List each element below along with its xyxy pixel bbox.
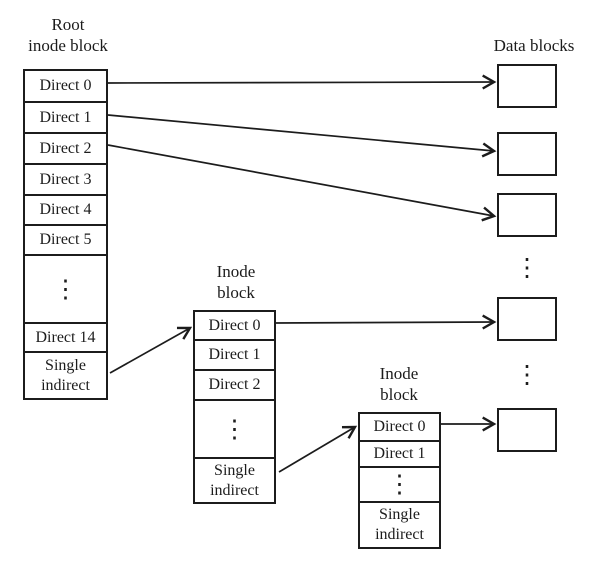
data-block-4 (497, 297, 557, 341)
inode-block-mid: Direct 0 Direct 1 Direct 2 ⋮ Single indi… (193, 310, 276, 504)
inode-block-bottom-title: Inode block (359, 363, 439, 405)
datablocks-ellipsis-1: ⋮ (514, 254, 540, 282)
bottom-row-direct-0: Direct 0 (373, 418, 426, 436)
arrow-root-direct2-to-datablock3 (107, 144, 494, 216)
inode-block-mid-title-line1: Inode (216, 262, 256, 281)
root-row-single-indirect: Single indirect (25, 351, 106, 398)
data-block-1 (497, 64, 557, 108)
data-block-5 (497, 408, 557, 452)
root-inode-title-line1: Root (51, 15, 85, 34)
root-inode-title: Root inode block (10, 14, 126, 56)
root-inode-block: Direct 0 Direct 1 Direct 2 Direct 3 Dire… (23, 69, 108, 400)
mid-row-single-indirect: Single indirect (195, 457, 274, 502)
data-block-2 (497, 132, 557, 176)
root-row-direct-1: Direct 1 (25, 101, 106, 132)
root-inode-title-line2: inode block (28, 36, 108, 55)
data-block-3 (497, 193, 557, 237)
mid-row-direct-1: Direct 1 (195, 339, 274, 369)
root-row-ellipsis: ⋮ (25, 254, 106, 322)
root-row-direct-2: Direct 2 (25, 132, 106, 163)
root-row-direct-0: Direct 0 (39, 77, 92, 95)
data-blocks-title: Data blocks (493, 36, 575, 55)
inode-block-mid-title-line2: block (217, 283, 255, 302)
root-row-direct-3: Direct 3 (25, 163, 106, 194)
bottom-row-single-indirect: Single indirect (360, 501, 439, 547)
arrow-mid-direct0-to-datablock4 (274, 322, 494, 323)
bottom-row-ellipsis: ⋮ (360, 466, 439, 501)
inode-block-bottom: Direct 0 Direct 1 ⋮ Single indirect (358, 412, 441, 549)
root-row-direct-14: Direct 14 (25, 322, 106, 351)
inode-block-mid-title: Inode block (196, 261, 276, 303)
arrow-root-direct1-to-datablock2 (107, 114, 494, 151)
mid-row-direct-0: Direct 0 (208, 316, 261, 334)
datablocks-ellipsis-2: ⋮ (514, 361, 540, 389)
mid-row-ellipsis: ⋮ (195, 399, 274, 457)
inode-block-bottom-title-line1: Inode (379, 364, 419, 383)
bottom-row-direct-1: Direct 1 (360, 440, 439, 466)
root-row-direct-4: Direct 4 (25, 194, 106, 224)
arrow-root-direct0-to-datablock1 (107, 82, 494, 83)
mid-row-direct-2: Direct 2 (195, 369, 274, 399)
arrow-mid-single-indirect-to-inode-bottom (278, 427, 355, 473)
arrow-root-single-indirect-to-inode-mid (109, 328, 190, 374)
inode-block-bottom-title-line2: block (380, 385, 418, 404)
root-row-direct-5: Direct 5 (25, 224, 106, 254)
